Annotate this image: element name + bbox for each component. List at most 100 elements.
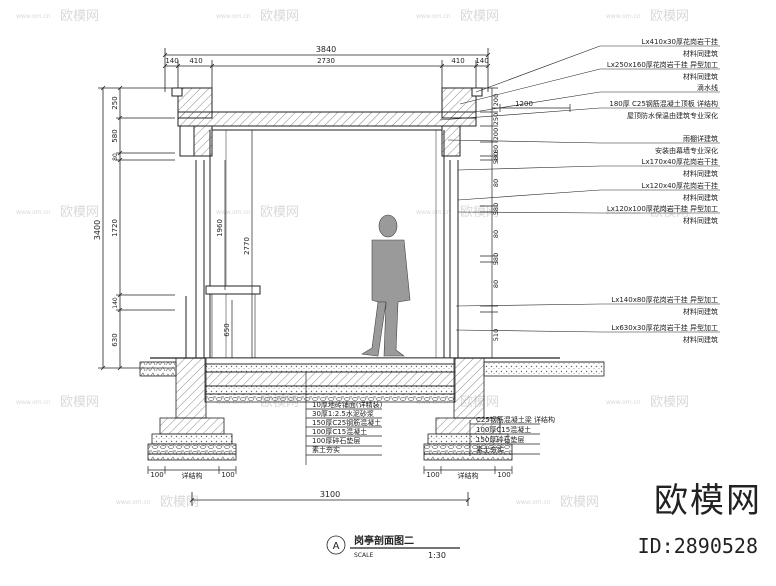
left-footing	[147, 357, 237, 461]
annotation-leader	[439, 107, 601, 121]
watermark-text: 欧模网	[260, 9, 299, 24]
watermark-url: www.om.cn	[216, 13, 251, 20]
human-scale-figure	[361, 214, 411, 357]
dim-left-3: 80	[112, 153, 119, 161]
section-badge-letter: A	[333, 541, 340, 552]
title-block: A 岗亭剖面图二 SCALE 1:30	[326, 534, 460, 560]
right-dim-label: 80	[492, 280, 500, 288]
footing-layer-label: 150厚碎石垫层	[476, 435, 524, 444]
annotation-label: 材料同建筑	[683, 335, 718, 344]
watermark-text: 欧模网	[650, 395, 689, 410]
dim-sill-height: 650	[223, 323, 231, 336]
annotation-label: 180厚 C25钢筋混凝土顶板 详结构	[609, 99, 718, 108]
dim-left-2: 580	[111, 129, 119, 142]
annotation-label: 材料同建筑	[683, 307, 718, 316]
inner-dimensions	[224, 130, 253, 358]
annotation-label: Lx630x30厚花岗岩干挂 异型加工	[611, 323, 718, 332]
right-dim-label: 250	[492, 113, 500, 125]
right-dim-label: 80	[492, 179, 500, 187]
foundation-sub-dims	[147, 466, 513, 474]
dim-overall-width: 3840	[316, 45, 336, 54]
dim-bottom-span: 3100	[320, 490, 340, 499]
dim-left-6: 630	[111, 333, 119, 346]
dim-top-seg-5: 140	[475, 57, 488, 65]
left-dimensions	[98, 85, 175, 371]
floor-layer-label: 素土夯实	[312, 445, 340, 454]
annotation-leader	[457, 165, 601, 171]
scale-label: SCALE	[354, 552, 373, 559]
watermark-url: www.om.cn	[116, 499, 151, 506]
watermark-text: 欧模网	[560, 495, 599, 510]
watermark-text: 欧模网	[60, 205, 99, 220]
watermark-text: 欧模网	[260, 205, 299, 220]
floor-leader	[305, 372, 382, 465]
foundation-label-left: 详结构	[182, 471, 203, 480]
watermark-text: 欧模网	[160, 495, 199, 510]
watermark-url: www.om.cn	[416, 13, 451, 20]
footing-leader	[469, 420, 540, 456]
dim-top-seg-4: 410	[451, 57, 464, 65]
dim-left-1: 250	[111, 96, 119, 109]
watermark-text: 欧模网	[60, 9, 99, 24]
annotation-leader	[457, 211, 601, 214]
annotation-leader	[473, 91, 601, 113]
annotation-label: 材料同建筑	[683, 49, 718, 58]
dim-top-seg-2: 410	[189, 57, 202, 65]
right-dim-label: 580	[492, 152, 500, 164]
right-dim-label: 80	[492, 230, 500, 238]
scale-value: 1:30	[428, 551, 446, 560]
watermark-url: www.om.cn	[16, 13, 51, 20]
foundation-label-right: 详结构	[458, 471, 479, 480]
floor-layer-label: 10厚地砖铺面(详精装)	[312, 400, 383, 409]
annotation-label: 滴水线	[697, 83, 718, 92]
dim-room-height: 2770	[243, 237, 251, 255]
watermark-text: 欧模网	[460, 9, 499, 24]
watermark-text: 欧模网	[60, 395, 99, 410]
floor-buildup	[204, 357, 456, 403]
annotation-leader	[447, 139, 601, 144]
floor-layer-list: 10厚地砖铺面(详精装)30厚1:2.5水泥砂浆150厚C25钢筋混凝土100厚…	[312, 400, 383, 454]
bottom-dimension	[189, 492, 471, 506]
section-badge-circle	[326, 535, 346, 555]
watermark-text: 欧模网	[650, 205, 689, 220]
right-dim-label: 510	[492, 329, 500, 341]
annotation-leader	[475, 45, 601, 93]
footing-layer-label: 100厚C15混凝土	[476, 425, 531, 434]
watermark-url: www.om.cn	[606, 209, 641, 216]
footing-layer-label: 素土夯实	[476, 445, 504, 454]
annotation-label: 材料同建筑	[683, 72, 718, 81]
dim-left-4: 1720	[111, 219, 119, 237]
dim-left-total: 3400	[93, 220, 102, 240]
brand-logo: 欧模网	[654, 481, 762, 521]
annotation-leaders	[439, 45, 720, 333]
drawing-title: 岗亭剖面图二	[354, 534, 414, 547]
dim-top-seg-3: 2730	[317, 57, 335, 65]
watermark-url: www.om.cn	[216, 399, 251, 406]
footing-layer-label: C25钢筋混凝土梁 详结构	[476, 415, 555, 424]
top-dimensions	[162, 48, 491, 92]
watermark-url: www.om.cn	[416, 399, 451, 406]
annotation-leader	[455, 329, 601, 333]
watermark-url: www.om.cn	[216, 209, 251, 216]
annotation-label: 屋顶防水保温由建筑专业深化	[627, 111, 718, 120]
foundation-sub-dim-2: 100	[221, 471, 234, 479]
annotation-label: 安装由幕墙专业深化	[655, 146, 718, 155]
annotation-label: Lx120x100厚花岗岩干挂 异型加工	[607, 204, 718, 213]
watermark-url: www.om.cn	[16, 399, 51, 406]
floor-layer-label: 100厚碎石垫层	[312, 436, 360, 445]
watermark-url: www.om.cn	[606, 399, 641, 406]
floor-layer-label: 150厚C25钢筋混凝土	[312, 418, 381, 427]
dim-door-height: 1960	[216, 219, 224, 237]
annotation-label: Lx120x40厚花岗岩干挂	[642, 181, 718, 190]
watermark-text: 欧模网	[650, 9, 689, 24]
annotation-label: 材料同建筑	[683, 193, 718, 202]
annotation-leader	[459, 68, 601, 105]
right-dim-label: 200	[492, 128, 500, 140]
watermark-url: www.om.cn	[16, 209, 51, 216]
annotation-label: 材料同建筑	[683, 216, 718, 225]
floor-layer-label: 100厚C15混凝土	[312, 427, 367, 436]
annotation-label: Lx250x160厚花岗岩干挂 异型加工	[607, 60, 718, 69]
